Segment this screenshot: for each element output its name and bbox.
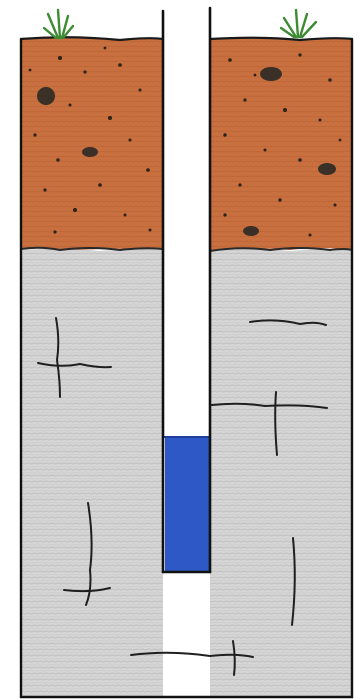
grass-tuft-icon	[281, 10, 316, 37]
pebble	[243, 226, 259, 236]
well-water	[165, 437, 209, 571]
pebble	[37, 87, 55, 105]
pebble	[318, 163, 336, 175]
rock-right-block	[210, 248, 352, 697]
grass-tuft-icon	[44, 10, 73, 38]
soil-layer	[21, 37, 352, 251]
soil-right-block	[210, 38, 352, 251]
soil-left-block	[21, 37, 163, 250]
pebble	[82, 147, 98, 157]
pebble	[260, 67, 282, 81]
rock-left-block	[21, 249, 163, 697]
